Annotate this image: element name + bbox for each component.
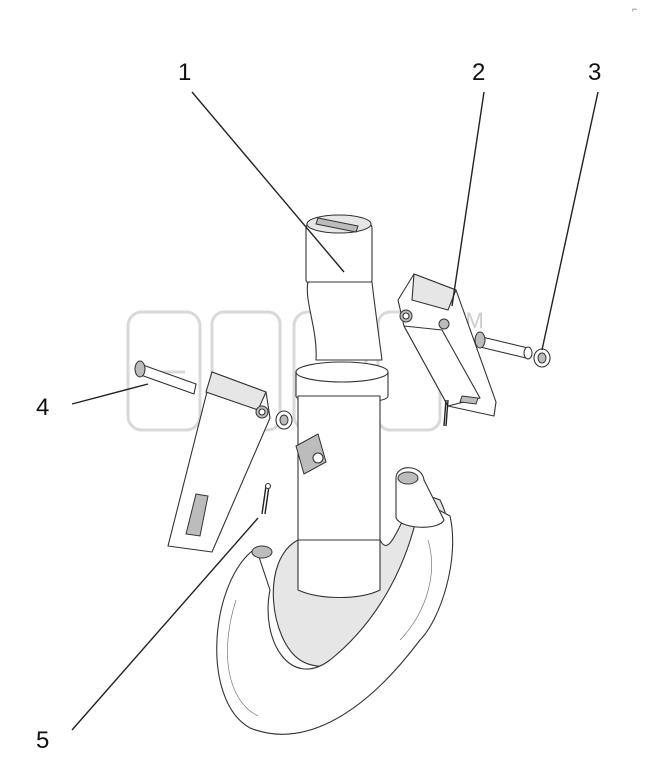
leader-lines	[71, 91, 599, 731]
leader-line-4	[71, 383, 149, 405]
leader-line-3	[541, 91, 599, 351]
corner-mark: ⌐	[632, 4, 637, 14]
left-cotter-pin	[261, 482, 272, 515]
leader-line-2	[451, 91, 485, 307]
left-pin	[134, 360, 293, 430]
callout-2: 2	[472, 59, 485, 86]
callout-5: 5	[36, 727, 49, 754]
leader-line-1	[191, 91, 345, 273]
callout-4: 4	[36, 394, 49, 421]
hook-shank	[216, 214, 454, 735]
callout-3: 3	[588, 59, 601, 86]
left-bracket	[167, 371, 271, 553]
callout-1: 1	[178, 59, 191, 86]
leader-line-5	[71, 517, 259, 731]
right-pin	[474, 331, 551, 368]
right-bracket	[397, 273, 497, 427]
